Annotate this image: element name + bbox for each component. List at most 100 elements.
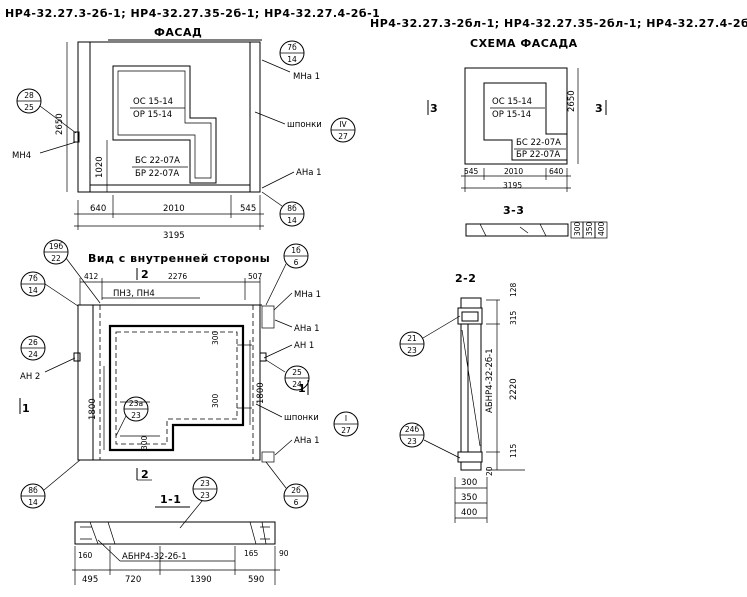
scheme-view: СХЕМА ФАСАДА ОС 15-14 ОР 15-14 БС 22-07А… [427,37,607,192]
inner-panel [77,304,261,461]
svg-text:400: 400 [461,508,477,518]
svg-text:23: 23 [131,411,141,420]
inner-callout-6: 23а 23 [115,396,149,437]
svg-text:БР 22-07А: БР 22-07А [516,150,560,160]
svg-text:7б: 7б [287,43,297,52]
svg-text:300: 300 [140,435,149,450]
inner-label-pn: ПН3, ПН4 [113,289,155,299]
section11-label: АБНР4-32-2б-1 [122,552,187,562]
svg-text:6: 6 [294,498,299,507]
svg-text:315: 315 [509,310,518,325]
section-3-3: 3-3 300 350 400 [465,204,608,239]
svg-text:300: 300 [573,221,582,236]
svg-text:АН 1: АН 1 [294,341,314,351]
svg-text:2б: 2б [291,486,301,495]
svg-text:19б: 19б [49,242,64,251]
svg-text:7б: 7б [28,274,38,283]
inner-callout-3: 1б 6 [265,243,309,306]
inner-cut-left: 1 [22,402,30,415]
svg-text:БС 22-07А: БС 22-07А [516,138,561,148]
facade-dim-2: 2010 [163,204,185,214]
scheme-cut-left: 3 [430,102,438,115]
header-right: НР4-32.27.3-2бл-1; НР4-32.27.35-2бл-1; Н… [370,17,747,30]
svg-text:ОС 15-14: ОС 15-14 [492,97,532,107]
section22-title: 2-2 [455,272,476,285]
inner-callout-7: I 27 [333,411,359,437]
facade-panel [77,41,261,193]
inner-callout-8: 8б 14 [20,459,81,509]
section22-callout-1: 21 23 [399,315,461,357]
svg-text:8б: 8б [287,204,297,213]
inner-callout-2: 7б 14 [20,271,79,307]
svg-text:14: 14 [28,286,38,295]
section-2-2: 2-2 АБНР4-32-2б-1 128 315 2220 115 20 30… [399,272,525,523]
svg-text:26: 26 [28,338,38,347]
svg-text:24: 24 [28,350,38,359]
inner-callout-9: 2б 6 [265,461,309,509]
svg-text:2650: 2650 [567,90,577,112]
svg-text:160: 160 [78,551,93,560]
facade-callout-4: 8б 14 [261,191,305,227]
inner-callout-5: 25 24 [265,359,310,391]
svg-text:400: 400 [597,221,606,236]
facade-dim-height: 2650 [55,113,65,135]
svg-text:20: 20 [485,466,494,476]
svg-text:2276: 2276 [168,272,187,281]
svg-text:25: 25 [292,368,302,377]
svg-text:1800: 1800 [88,398,98,420]
svg-text:ОР 15-14: ОР 15-14 [492,110,531,120]
scheme-title: СХЕМА ФАСАДА [470,37,578,50]
svg-text:14: 14 [287,55,297,64]
svg-text:495: 495 [82,575,98,585]
facade-dim-sill: 1020 [95,156,105,178]
svg-text:2220: 2220 [509,378,519,400]
facade-callout-2: 28 25 [16,88,77,134]
svg-text:128: 128 [509,282,518,297]
section22-callout-2: 24б 23 [399,422,461,459]
facade-label-mna1: МНа 1 [293,72,320,82]
svg-text:300: 300 [211,393,220,408]
svg-text:350: 350 [585,221,594,236]
svg-text:27: 27 [338,132,348,141]
facade-door-top: БС 22-07А [135,156,180,166]
facade-window-bottom: ОР 15-14 [133,110,172,120]
svg-text:22: 22 [51,254,61,263]
facade-door-bottom: БР 22-07А [135,169,179,179]
svg-text:23: 23 [407,437,417,446]
svg-text:720: 720 [125,575,141,585]
svg-text:14: 14 [287,216,297,225]
svg-text:27: 27 [341,426,351,435]
inner-title: Вид с внутренней стороны [88,252,270,265]
scheme-panel [464,67,568,165]
scheme-cut-right: 3 [595,102,603,115]
svg-text:МНа 1: МНа 1 [294,290,321,300]
svg-text:21: 21 [407,334,417,343]
header-left: НР4-32.27.3-2б-1; НР4-32.27.35-2б-1; НР4… [5,7,380,20]
inner-cut-bottom: 2 [141,468,149,481]
svg-text:545: 545 [464,167,479,176]
facade-dim-3: 545 [240,204,256,214]
facade-callout-1: 7б 14 [279,40,305,66]
facade-view: ФАСАД ОС 15-14 ОР 15-14 БС 22-07А БР 22-… [12,26,356,241]
section33-title: 3-3 [503,204,524,217]
facade-label-ana1: АНа 1 [296,168,322,178]
svg-text:25: 25 [24,103,34,112]
inner-callout-4: 26 24 [20,335,46,361]
svg-text:23: 23 [200,491,210,500]
facade-opening [112,65,217,184]
facade-label-shponki: шпонки [287,120,322,130]
svg-text:6: 6 [294,258,299,267]
svg-text:1800: 1800 [256,382,266,404]
svg-text:14: 14 [28,498,38,507]
facade-label-mn4: МН4 [12,151,31,161]
inner-cut-top: 2 [141,268,149,281]
svg-text:IV: IV [339,120,347,129]
svg-text:350: 350 [461,493,477,503]
section-1-1: 1-1 23 23 АБНР4-32-2б-1 160 165 90 495 7… [72,476,289,585]
svg-text:8б: 8б [28,486,38,495]
svg-text:23: 23 [200,479,210,488]
svg-text:АНа 1: АНа 1 [294,436,320,446]
facade-dim-1: 640 [90,204,106,214]
svg-text:115: 115 [509,443,518,458]
svg-text:412: 412 [84,272,99,281]
